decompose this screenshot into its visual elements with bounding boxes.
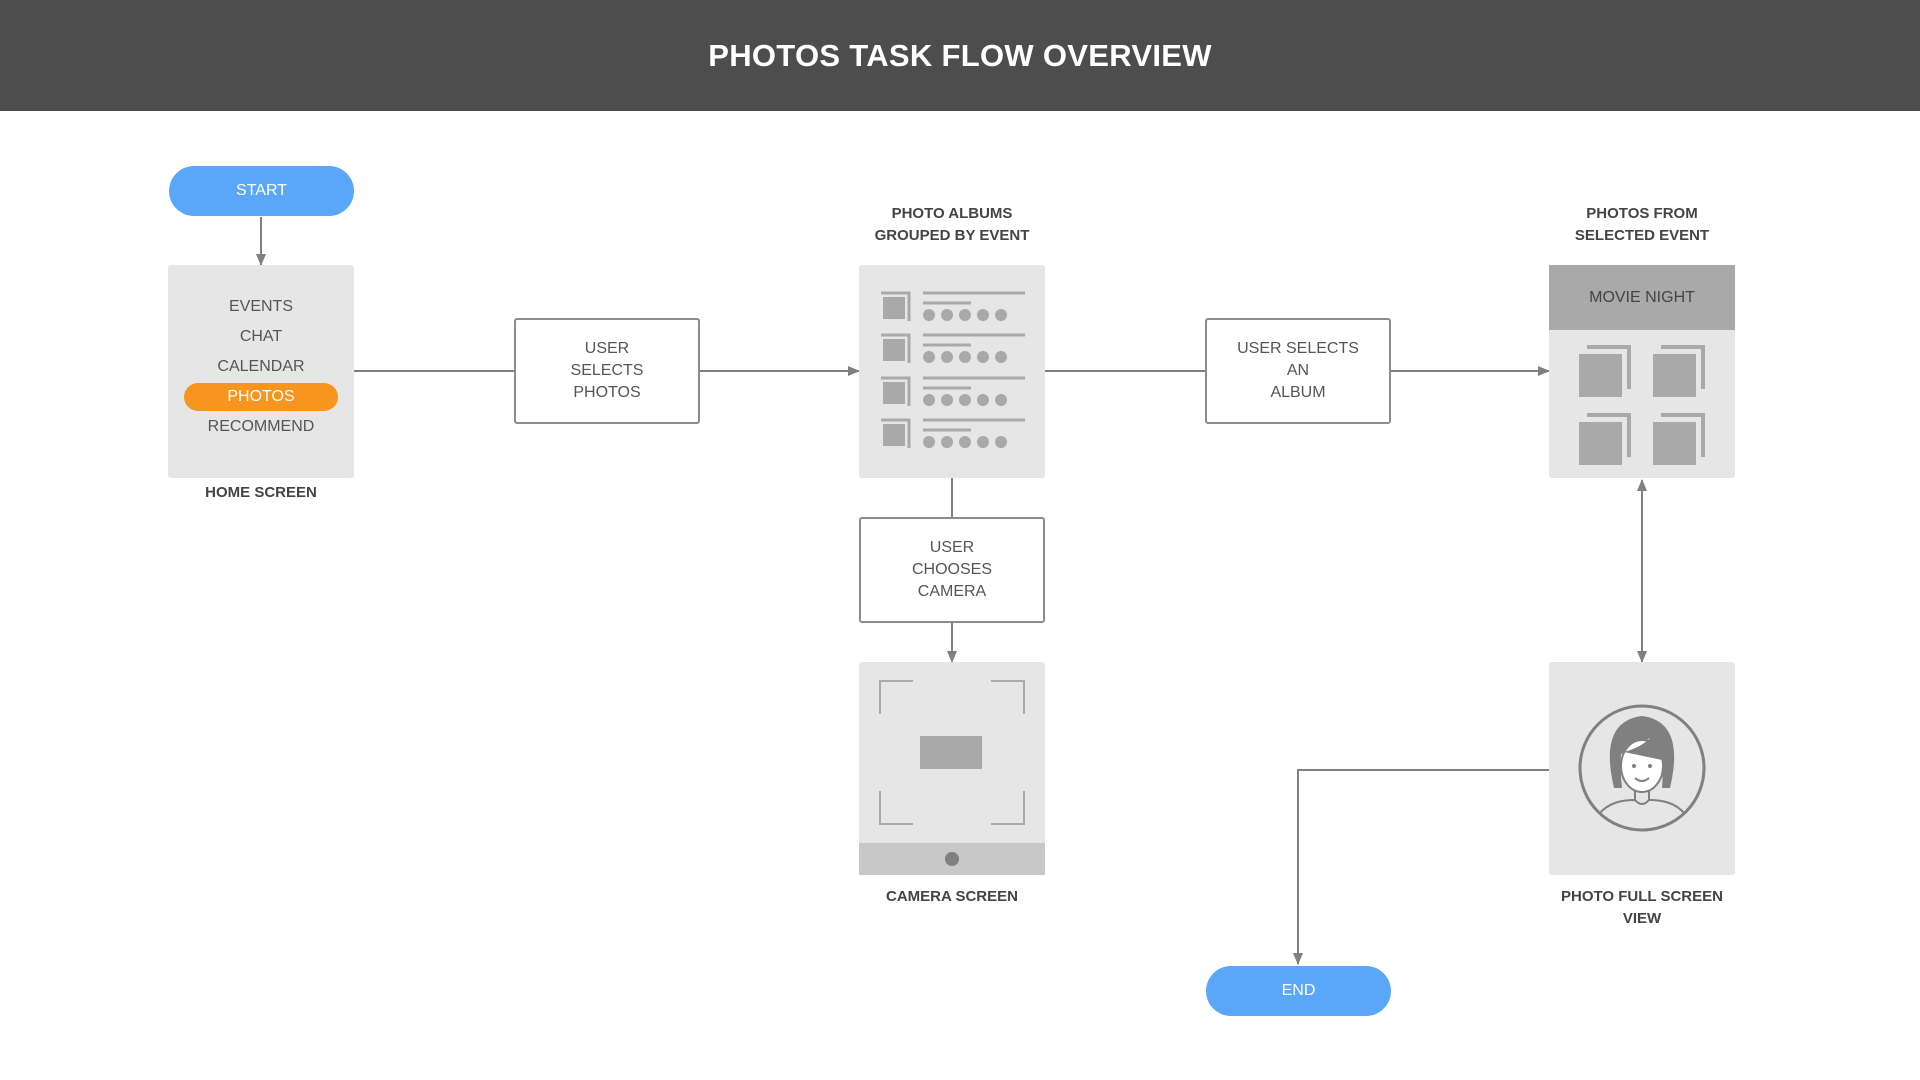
start-terminal: START [169, 166, 354, 216]
person-photo-icon [1578, 704, 1706, 832]
menu-item-events: EVENTS [228, 298, 293, 315]
camera-screen [859, 662, 1045, 875]
album-list-icon [879, 291, 1027, 450]
end-terminal: END [1206, 966, 1391, 1016]
camera-viewfinder-icon [859, 680, 1045, 875]
event-name-bar: MOVIE NIGHT [1549, 265, 1735, 330]
menu-item-chat: CHAT [239, 328, 283, 345]
menu-item-calendar: CALENDAR [217, 358, 305, 375]
action-user-chooses-camera: USER CHOOSES CAMERA [859, 517, 1045, 623]
home-screen-caption: HOME SCREEN [205, 484, 317, 501]
fullscreen-photo-caption: PHOTO FULL SCREEN VIEW [1561, 888, 1723, 927]
home-screen: EVENTS CHAT CALENDAR PHOTOS RECOMMEND [168, 265, 354, 478]
photo-grid-icon [1577, 345, 1705, 467]
fullscreen-photo-screen [1549, 662, 1735, 875]
menu-item-photos: PHOTOS [184, 383, 338, 411]
action-user-selects-photos: USER SELECTS PHOTOS [514, 318, 700, 424]
action-user-selects-album: USER SELECTS AN ALBUM [1205, 318, 1391, 424]
event-photos-screen: MOVIE NIGHT [1549, 265, 1735, 478]
menu-item-recommend: RECOMMEND [207, 418, 315, 435]
edge-fullscreen-to-end [1293, 769, 1550, 965]
header-bar: PHOTOS TASK FLOW OVERVIEW [0, 0, 1920, 111]
albums-screen [859, 265, 1045, 478]
albums-screen-caption: PHOTO ALBUMS GROUPED BY EVENT [874, 205, 1030, 244]
event-photos-caption: PHOTOS FROM SELECTED EVENT [1574, 205, 1710, 244]
page-title: PHOTOS TASK FLOW OVERVIEW [708, 37, 1212, 73]
camera-screen-caption: CAMERA SCREEN [886, 888, 1018, 905]
